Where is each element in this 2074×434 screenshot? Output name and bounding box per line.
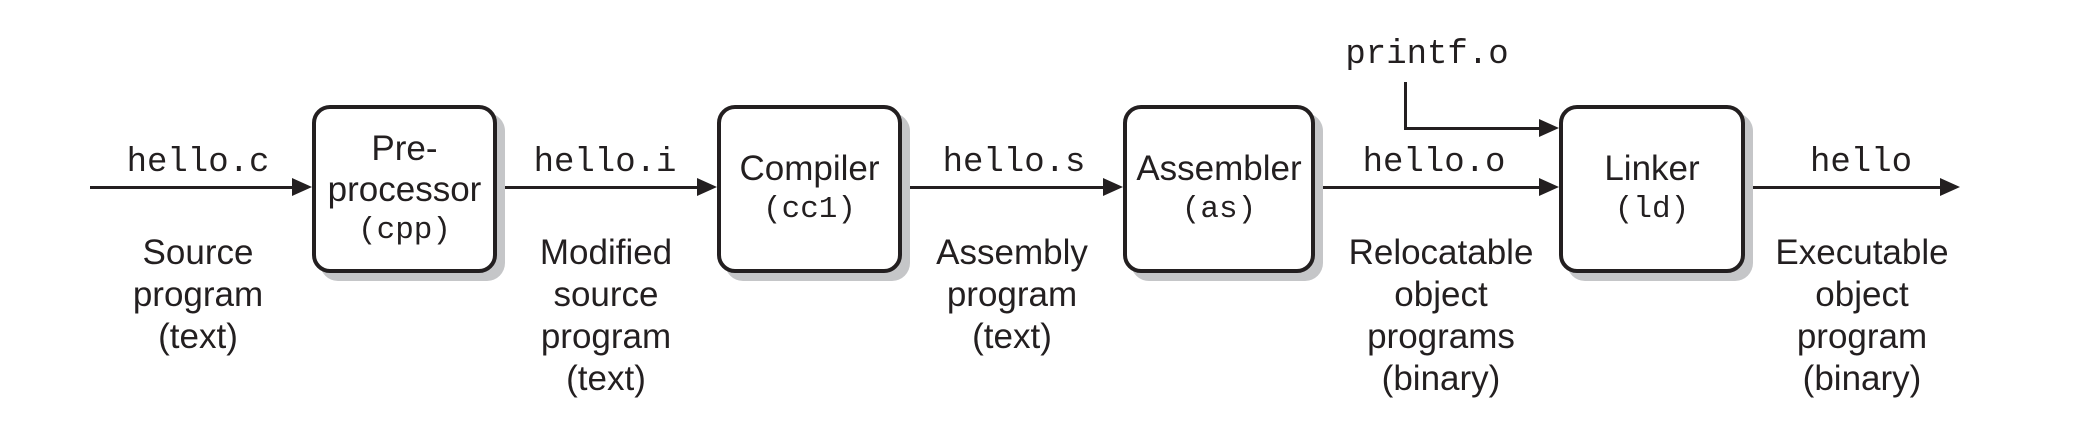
stage-command-cpp: (cpp) — [357, 212, 451, 248]
description-modified-source-program: Modified source program (text) — [539, 233, 673, 398]
flow-arrow-hello-line — [1742, 186, 1940, 189]
stage-command-cc1: (cc1) — [762, 192, 856, 227]
file-label-hello-i: hello.i — [533, 144, 677, 182]
flow-arrow-hello-s-line — [902, 186, 1103, 189]
description-executable-object-program: Executable object program (binary) — [1775, 233, 1949, 398]
flow-arrow-hello-head — [1940, 178, 1960, 196]
stage-title-compiler: Compiler — [739, 149, 880, 188]
stage-title-preprocessor: Pre- processor — [327, 128, 482, 209]
flow-arrow-hello-o-line — [1315, 186, 1539, 189]
flow-arrow-hello-c-head — [292, 178, 312, 196]
flow-arrow-hello-i-head — [697, 178, 717, 196]
flow-arrow-hello-o-head — [1539, 178, 1559, 196]
file-label-hello-c: hello.c — [126, 144, 270, 182]
printf-o-arrow-head — [1539, 119, 1559, 137]
printf-o-elbow-vertical-line — [1404, 82, 1407, 130]
description-source-program: Source program (text) — [132, 233, 264, 356]
flow-arrow-hello-c-line — [90, 186, 292, 189]
file-label-printf-o: printf.o — [1345, 36, 1509, 74]
description-relocatable-object-programs: Relocatable object programs (binary) — [1348, 233, 1534, 398]
stage-title-assembler: Assembler — [1136, 149, 1302, 188]
flow-arrow-hello-s-head — [1103, 178, 1123, 196]
stage-box-preprocessor: Pre- processor (cpp) — [312, 105, 497, 273]
stage-title-linker: Linker — [1604, 149, 1700, 188]
stage-box-linker: Linker (ld) — [1559, 105, 1745, 273]
description-assembly-program: Assembly program (text) — [936, 233, 1088, 356]
file-label-hello: hello — [1809, 144, 1913, 182]
file-label-hello-o: hello.o — [1362, 144, 1506, 182]
stage-command-ld: (ld) — [1614, 192, 1690, 227]
flow-arrow-hello-i-line — [497, 186, 697, 189]
stage-box-assembler: Assembler (as) — [1123, 105, 1315, 273]
printf-o-elbow-horizontal-line — [1404, 127, 1539, 130]
stage-box-compiler: Compiler (cc1) — [717, 105, 902, 273]
stage-command-as: (as) — [1181, 192, 1257, 227]
file-label-hello-s: hello.s — [942, 144, 1086, 182]
